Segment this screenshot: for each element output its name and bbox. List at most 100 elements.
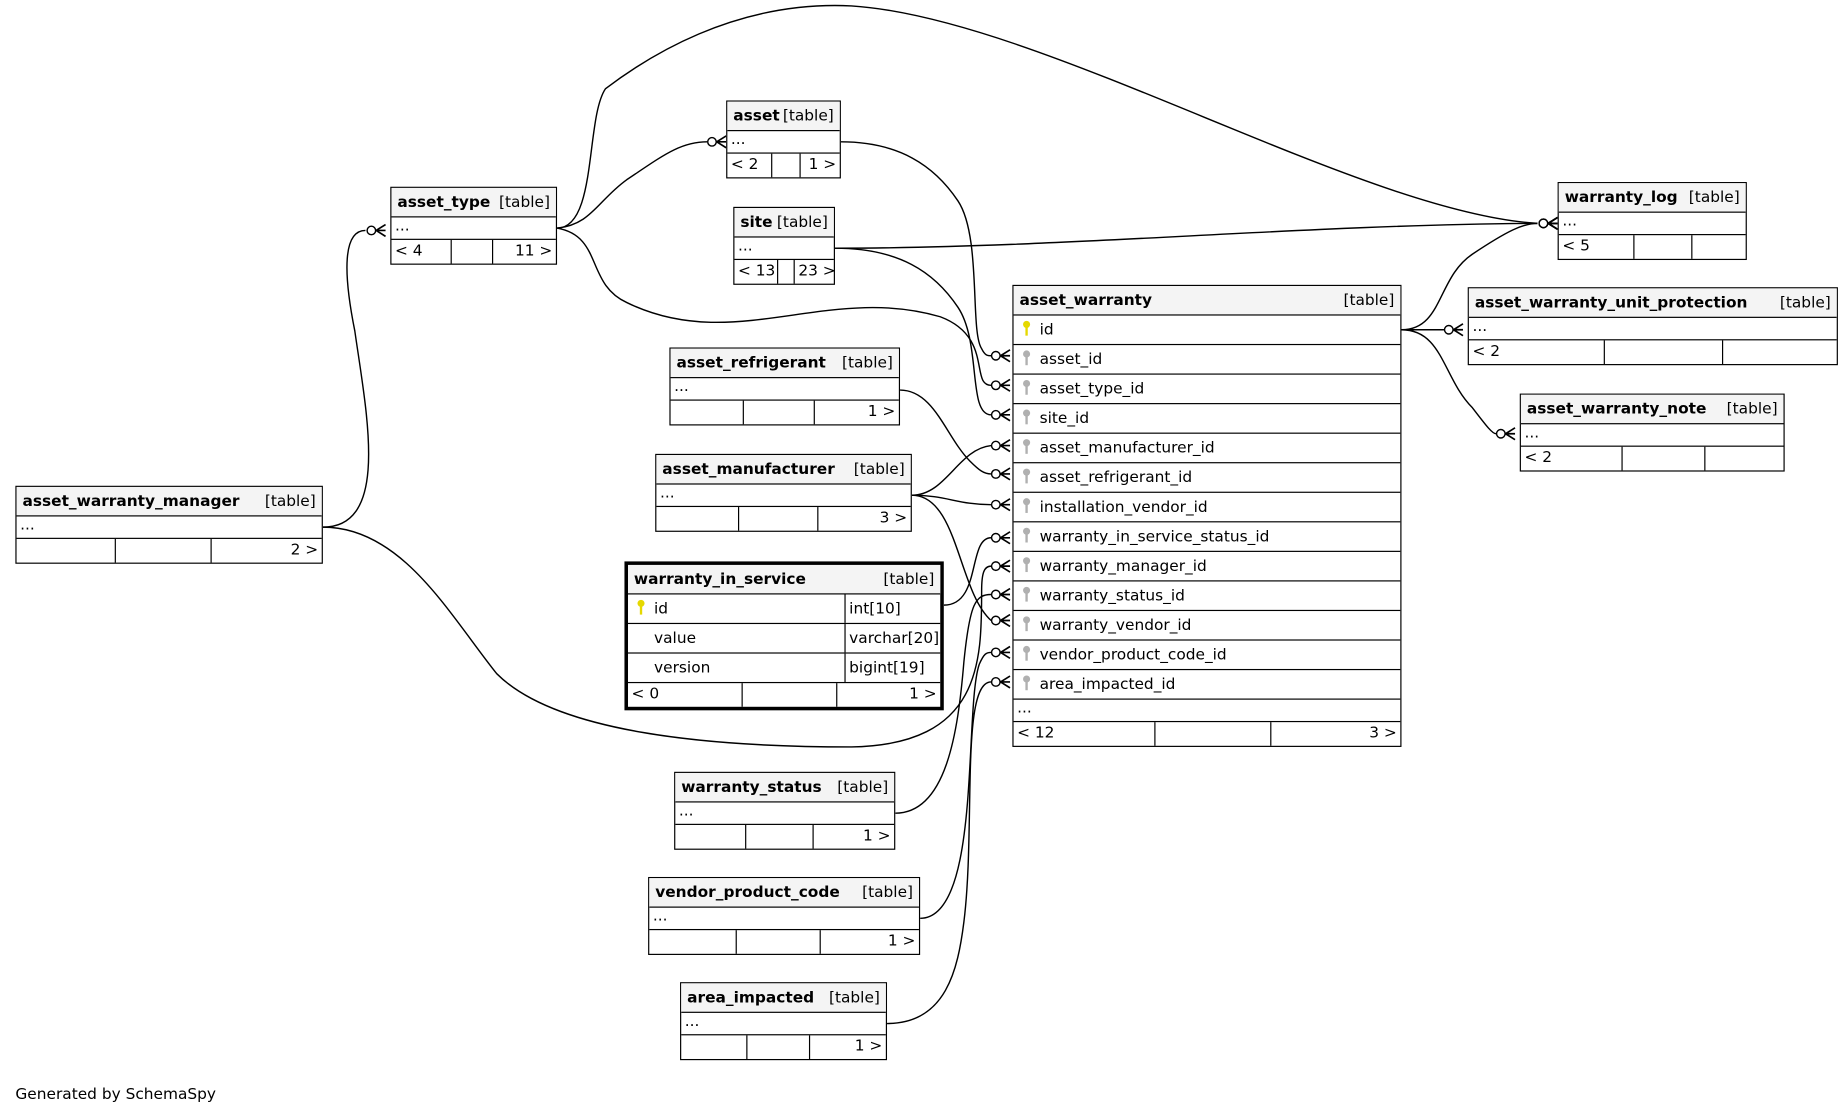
- children-count[interactable]: 1 >: [813, 400, 899, 425]
- column-row[interactable]: warranty_manager_id: [1013, 552, 1401, 582]
- table-header[interactable]: warranty_status[table]: [675, 772, 895, 803]
- parents-count[interactable]: < 2: [1472, 342, 1501, 361]
- column-name[interactable]: version: [654, 658, 711, 677]
- table-name[interactable]: asset_warranty_manager: [22, 492, 240, 510]
- table-header[interactable]: asset_warranty[table]: [1013, 286, 1401, 316]
- column-row[interactable]: vendor_product_code_id: [1013, 641, 1401, 671]
- table-site[interactable]: site[table]...< 13 23 >: [733, 206, 836, 285]
- table-name[interactable]: asset_refrigerant: [676, 353, 826, 372]
- column-name[interactable]: warranty_manager_id: [1039, 557, 1207, 575]
- column-name[interactable]: site_id: [1039, 409, 1090, 428]
- parents-count[interactable]: < 12: [1017, 724, 1055, 743]
- table-name[interactable]: vendor_product_code: [655, 883, 840, 902]
- more-columns-row[interactable]: ...: [734, 238, 834, 261]
- column-name[interactable]: id: [654, 599, 669, 618]
- column-row[interactable]: site_id: [1013, 404, 1401, 434]
- table-name[interactable]: asset_manufacturer: [662, 460, 835, 479]
- column-name[interactable]: area_impacted_id: [1039, 675, 1176, 694]
- table-header[interactable]: asset_refrigerant[table]: [670, 348, 899, 379]
- table-header[interactable]: asset_warranty_manager[table]: [16, 486, 322, 517]
- table-name[interactable]: site: [740, 213, 773, 232]
- children-count[interactable]: 3 >: [1270, 722, 1400, 746]
- children-count[interactable]: 23 >: [793, 260, 836, 284]
- column-name[interactable]: asset_id: [1039, 350, 1103, 369]
- table-name[interactable]: warranty_in_service: [633, 570, 806, 589]
- column-name[interactable]: warranty_in_service_status_id: [1039, 527, 1270, 546]
- table-name[interactable]: asset_warranty_note: [1526, 400, 1707, 418]
- column-row[interactable]: warranty_vendor_id: [1013, 611, 1401, 641]
- children-count[interactable]: 1 >: [836, 683, 940, 707]
- table-name[interactable]: asset_warranty: [1019, 291, 1153, 310]
- column-row[interactable]: warranty_in_service_status_id: [1013, 522, 1401, 552]
- column-name[interactable]: warranty_vendor_id: [1039, 616, 1192, 635]
- children-count[interactable]: 11 >: [491, 239, 556, 264]
- table-header[interactable]: asset_warranty_note[table]: [1520, 394, 1784, 425]
- more-columns-row[interactable]: ...: [681, 1013, 886, 1036]
- column-row[interactable]: asset_manufacturer_id: [1013, 434, 1401, 464]
- table-name[interactable]: asset_type: [397, 193, 491, 211]
- table-header[interactable]: asset_manufacturer[table]: [656, 455, 911, 485]
- table-header[interactable]: vendor_product_code[table]: [649, 878, 919, 908]
- children-count[interactable]: 2 >: [210, 538, 322, 563]
- table-asset-refrigerant[interactable]: asset_refrigerant[table]...1 >: [669, 347, 901, 426]
- column-name[interactable]: asset_manufacturer_id: [1039, 439, 1215, 457]
- column-name[interactable]: asset_type_id: [1039, 379, 1145, 398]
- column-name[interactable]: asset_refrigerant_id: [1039, 468, 1193, 487]
- parents-count[interactable]: < 0: [631, 685, 660, 704]
- table-name[interactable]: warranty_log: [1564, 188, 1678, 207]
- more-columns-row[interactable]: ...: [649, 908, 919, 931]
- more-columns-row[interactable]: ...: [675, 803, 895, 825]
- parents-count[interactable]: < 4: [395, 242, 423, 261]
- table-header[interactable]: area_impacted[table]: [681, 983, 886, 1013]
- column-row[interactable]: id: [1013, 316, 1401, 346]
- more-columns-row[interactable]: ...: [727, 131, 840, 154]
- column-name[interactable]: vendor_product_code_id: [1039, 645, 1227, 664]
- parents-count[interactable]: < 2: [730, 156, 759, 174]
- table-asset-warranty-unit-protection[interactable]: asset_warranty_unit_protection[table]...…: [1467, 287, 1838, 366]
- table-warranty-status[interactable]: warranty_status[table]...1 >: [674, 771, 896, 850]
- column-row[interactable]: installation_vendor_id: [1013, 493, 1401, 523]
- column-name[interactable]: value: [654, 629, 697, 648]
- children-count[interactable]: 1 >: [799, 153, 839, 178]
- table-asset-manufacturer[interactable]: asset_manufacturer[table]...3 >: [655, 453, 912, 532]
- parents-count[interactable]: < 13: [737, 262, 776, 281]
- table-asset-type[interactable]: asset_type[table]... < 4 11 >: [390, 186, 558, 265]
- table-warranty-log[interactable]: warranty_log[table]...< 5: [1557, 182, 1747, 261]
- more-columns-row[interactable]: ...: [670, 378, 899, 401]
- more-columns-row[interactable]: ...: [1013, 700, 1401, 723]
- more-columns-row[interactable]: ...: [1520, 424, 1784, 447]
- children-count[interactable]: 1 >: [819, 930, 919, 954]
- more-columns-row[interactable]: ...: [1468, 318, 1837, 341]
- column-row[interactable]: warranty_status_id: [1013, 581, 1401, 612]
- parents-count[interactable]: < 2: [1524, 449, 1553, 467]
- children-count[interactable]: 3 >: [817, 507, 910, 531]
- table-name[interactable]: asset: [733, 106, 780, 125]
- table-header[interactable]: asset_type[table]: [391, 187, 556, 218]
- column-row[interactable]: asset_type_id: [1013, 375, 1401, 405]
- table-name[interactable]: warranty_status: [681, 778, 822, 797]
- table-header[interactable]: asset_warranty_unit_protection[table]: [1468, 288, 1837, 318]
- table-area-impacted[interactable]: area_impacted[table]...1 >: [680, 982, 888, 1061]
- table-header[interactable]: warranty_in_service[table]: [628, 564, 941, 595]
- more-columns-row[interactable]: ...: [656, 485, 911, 508]
- table-name[interactable]: area_impacted: [687, 988, 815, 1007]
- children-count[interactable]: 1 >: [808, 1035, 886, 1059]
- column-name[interactable]: installation_vendor_id: [1039, 498, 1208, 516]
- more-columns-row[interactable]: ...: [391, 217, 556, 240]
- table-asset-warranty-manager[interactable]: asset_warranty_manager[table]...2 >: [15, 485, 323, 564]
- table-asset-warranty-note[interactable]: asset_warranty_note[table]... < 2: [1519, 393, 1785, 472]
- column-row[interactable]: asset_id: [1013, 345, 1401, 375]
- more-columns-row[interactable]: ...: [16, 516, 322, 539]
- table-name[interactable]: asset_warranty_unit_protection: [1474, 293, 1748, 312]
- table-asset-warranty[interactable]: asset_warranty[table]id asset_id asset_typ…: [1012, 284, 1402, 747]
- more-columns-row[interactable]: ...: [1558, 213, 1746, 236]
- table-vendor-product-code[interactable]: vendor_product_code[table]...1 >: [648, 876, 921, 955]
- table-header[interactable]: site[table]: [734, 208, 834, 238]
- column-row[interactable]: area_impacted_id: [1013, 670, 1401, 700]
- column-name[interactable]: id: [1039, 320, 1054, 339]
